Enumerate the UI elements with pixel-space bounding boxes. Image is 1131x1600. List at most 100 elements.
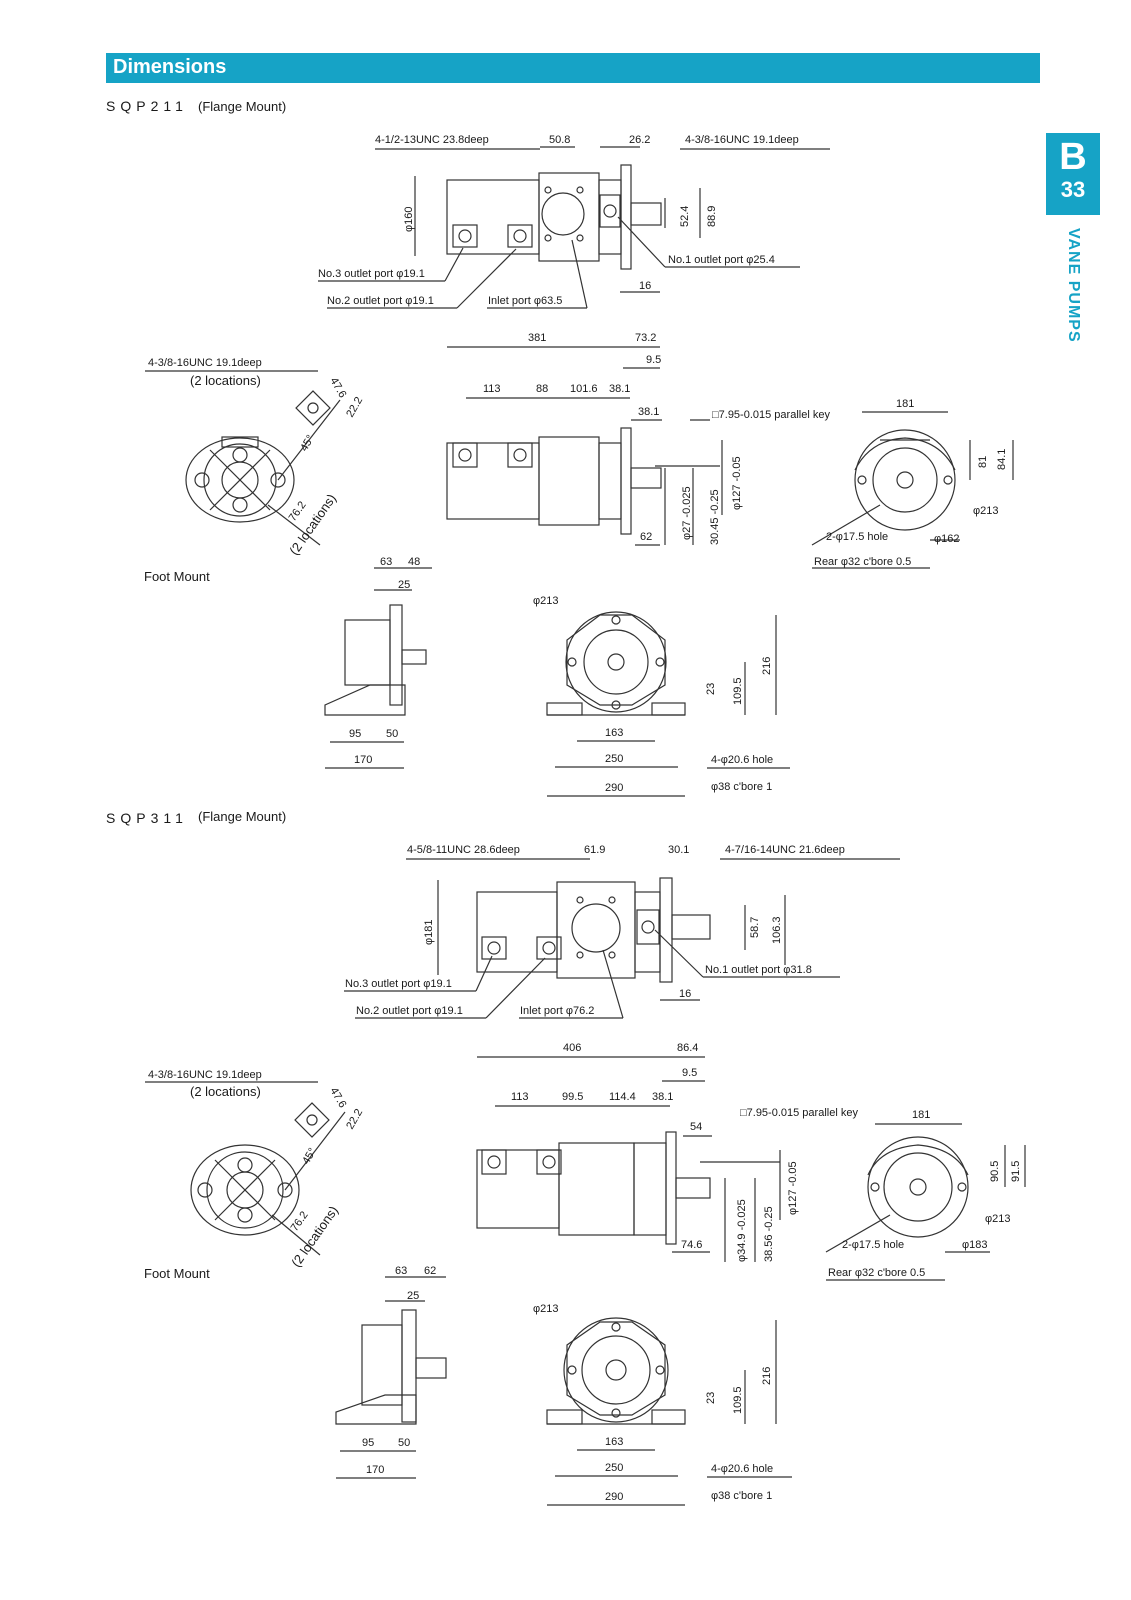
- sqp211-key: □7.95-0.015 parallel key: [712, 409, 830, 421]
- sqp311-ff-phi213: φ213: [533, 1303, 559, 1315]
- sqp211-end-d181: 181: [896, 398, 914, 410]
- sqp311-ff-hole: 4-φ20.6 hole: [711, 1463, 773, 1475]
- sqp211-d16: 16: [639, 280, 651, 292]
- sqp211-d52-4: 52.4: [679, 206, 691, 227]
- sqp211-d26-2: 26.2: [629, 134, 650, 146]
- foot-label-sqp311: Foot Mount: [144, 1266, 210, 1281]
- sqp211-no3: No.3 outlet port φ19.1: [318, 268, 425, 280]
- sqp311-d30-1: 30.1: [668, 844, 689, 856]
- sqp211-ff-d250: 250: [605, 753, 623, 765]
- page-number: 33: [1060, 177, 1086, 202]
- sqp311-end-d91-5: 91.5: [1010, 1161, 1022, 1182]
- sqp211-ff-d216: 216: [761, 657, 773, 675]
- sqp211-d62: 62: [640, 531, 652, 543]
- sqp311-d38-56: 38.56 -0.25: [763, 1206, 775, 1262]
- sqp311-d86-4: 86.4: [677, 1042, 698, 1054]
- sqp311-side-view: [476, 1056, 781, 1262]
- sqp311-flange-d22-2: 22.2: [344, 1107, 365, 1132]
- sqp211-d30-45: 30.45 -0.25: [709, 489, 721, 545]
- sqp211-d381: 381: [528, 332, 546, 344]
- sqp211-d38-1b: 38.1: [638, 406, 659, 418]
- sqp311-key: □7.95-0.015 parallel key: [740, 1107, 858, 1119]
- sqp311-no1: No.1 outlet port φ31.8: [705, 964, 812, 976]
- sqp311-tap-left: 4-5/8-11UNC 28.6deep: [407, 844, 520, 856]
- sqp311-end-rear: Rear φ32 c'bore 0.5: [828, 1267, 925, 1279]
- sqp211-inlet: Inlet port φ63.5: [488, 295, 562, 307]
- sqp311-d54: 54: [690, 1121, 702, 1133]
- sqp311-flange-locs: (2 locations): [190, 1084, 261, 1099]
- sqp311-fs-d50: 50: [398, 1437, 410, 1449]
- sqp311-fs-d63: 63: [395, 1265, 407, 1277]
- sqp211-body-rear: [446, 179, 540, 255]
- sqp311-end-hole: 2-φ17.5 hole: [842, 1239, 904, 1251]
- sqp211-d38-1a: 38.1: [609, 383, 630, 395]
- sqp211-d73-2: 73.2: [635, 332, 656, 344]
- sqp311-foot-front: [546, 1317, 792, 1506]
- sqp211-d88-9: 88.9: [706, 206, 718, 227]
- chapter-tab: B 33: [1046, 133, 1100, 215]
- sqp311-ff-d250: 250: [605, 1462, 623, 1474]
- sqp211-flange-view: [145, 370, 341, 546]
- sqp211-flange-tap: 4-3/8-16UNC 19.1deep: [148, 357, 262, 369]
- sqp311-flange-tap: 4-3/8-16UNC 19.1deep: [148, 1069, 262, 1081]
- sqp211-foot-front: [546, 611, 790, 797]
- sqp311-flange-view: [145, 1081, 346, 1256]
- sqp211-side-view: [446, 346, 723, 546]
- sqp211-phi27: φ27 -0.025: [681, 486, 693, 540]
- sqp311-fs-d95: 95: [362, 1437, 374, 1449]
- sqp311-foot-side: [335, 1276, 447, 1479]
- mount-sqp211: (Flange Mount): [198, 99, 287, 114]
- sqp311-phi181: φ181: [423, 920, 435, 946]
- sqp211-ff-phi213: φ213: [533, 595, 559, 607]
- sqp311-tap-right: 4-7/16-14UNC 21.6deep: [725, 844, 845, 856]
- sqp211-no1: No.1 outlet port φ25.4: [668, 254, 775, 266]
- sqp211-flange-locs: (2 locations): [190, 373, 261, 388]
- sqp211-phi127: φ127 -0.05: [731, 456, 743, 510]
- sqp311-d406: 406: [563, 1042, 581, 1054]
- sqp211-ff-d23: 23: [705, 683, 717, 695]
- sqp211-tap-right: 4-3/8-16UNC 19.1deep: [685, 134, 799, 146]
- sqp211-flange-d47-6: 47.6: [327, 376, 348, 401]
- sqp211-inlet-port: [541, 192, 585, 236]
- sqp211-ff-hole: 4-φ20.6 hole: [711, 754, 773, 766]
- sqp211-top-view: [318, 146, 830, 309]
- sqp311-end-phi213: φ213: [985, 1213, 1011, 1225]
- sqp211-end-d84-1: 84.1: [996, 449, 1008, 470]
- sqp211-d50-8: 50.8: [549, 134, 570, 146]
- mount-sqp311: (Flange Mount): [198, 809, 287, 824]
- sqp311-flange-d47-6: 47.6: [327, 1086, 348, 1111]
- sqp311-d74-6: 74.6: [681, 1239, 702, 1251]
- sqp211-fs-d25: 25: [398, 579, 410, 591]
- sqp211-d101-6: 101.6: [570, 383, 598, 395]
- sqp211-fs-d50: 50: [386, 728, 398, 740]
- sqp311-phi127: φ127 -0.05: [787, 1161, 799, 1215]
- sqp211-end-d81: 81: [977, 456, 989, 468]
- sqp311-ff-d109-5: 109.5: [732, 1386, 744, 1414]
- sqp311-ff-d23: 23: [705, 1392, 717, 1404]
- sqp211-phi160: φ160: [403, 207, 415, 233]
- sqp211-end-hole: 2-φ17.5 hole: [826, 531, 888, 543]
- sqp211-d88: 88: [536, 383, 548, 395]
- sqp211-end-phi162: φ162: [934, 533, 960, 545]
- chapter-letter: B: [1059, 136, 1087, 178]
- sqp211-fs-d170: 170: [354, 754, 372, 766]
- sqp311-end-phi183: φ183: [962, 1239, 988, 1251]
- sqp211-fs-d63: 63: [380, 556, 392, 568]
- sqp311-end-view: [825, 1123, 1026, 1281]
- sqp311-fs-d25: 25: [407, 1290, 419, 1302]
- sqp311-no3: No.3 outlet port φ19.1: [345, 978, 452, 990]
- sqp311-d58-7: 58.7: [749, 917, 761, 938]
- sqp311-end-d181: 181: [912, 1109, 930, 1121]
- sqp311-top-view: [344, 858, 900, 1019]
- section-header: Dimensions: [106, 53, 1040, 83]
- sqp311-ff-d216: 216: [761, 1367, 773, 1385]
- sqp311-inlet: Inlet port φ76.2: [520, 1005, 594, 1017]
- sqp211-end-view: [811, 411, 1014, 569]
- sqp311-d38-1: 38.1: [652, 1091, 673, 1103]
- model-sqp311: SQP311: [106, 810, 188, 826]
- sqp211-ff-d290: 290: [605, 782, 623, 794]
- sqp211-no2: No.2 outlet port φ19.1: [327, 295, 434, 307]
- sqp311-fs-d62: 62: [424, 1265, 436, 1277]
- sqp311-d114-4: 114.4: [609, 1091, 636, 1103]
